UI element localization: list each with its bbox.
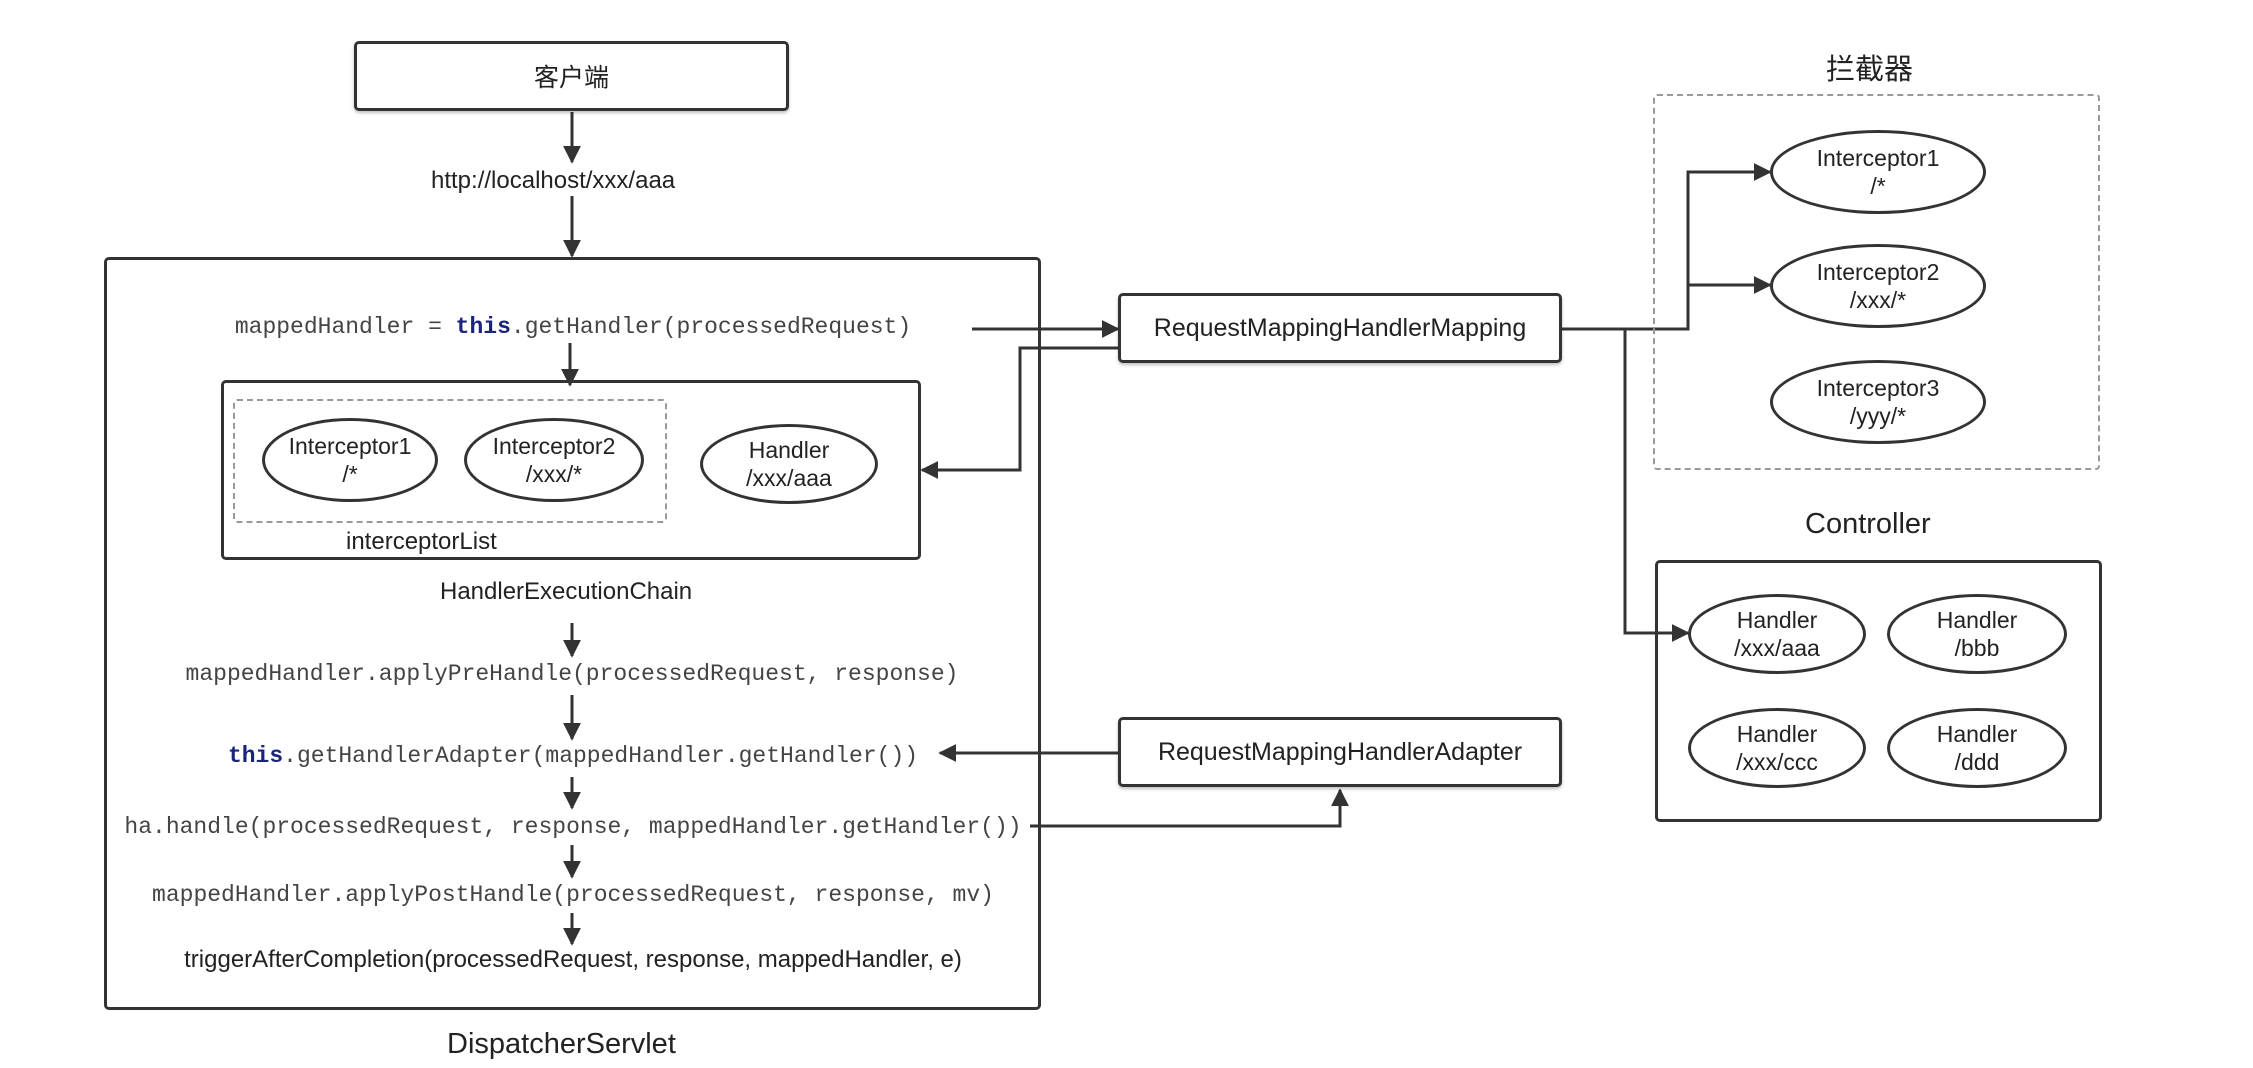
controller-handler-aaa-node: Handler /xxx/aaa xyxy=(1688,594,1866,674)
code-get-handler-adapter-suffix: .getHandlerAdapter(mappedHandler.getHand… xyxy=(283,743,919,769)
controller-handler-ccc-path: /xxx/ccc xyxy=(1736,749,1818,775)
chain-interceptor1-name: Interceptor1 xyxy=(288,433,412,459)
code-apply-post-handle: mappedHandler.applyPostHandle(processedR… xyxy=(152,882,994,908)
controller-handler-aaa-name: Handler xyxy=(1736,607,1818,633)
controller-handler-bbb-name: Handler xyxy=(1936,607,2018,633)
handler-mapping-box: RequestMappingHandlerMapping xyxy=(1118,293,1562,363)
code-trigger-after-completion: triggerAfterCompletion(processedRequest,… xyxy=(184,946,962,973)
chain-interceptor2-node: Interceptor2 /xxx/* xyxy=(464,418,644,502)
controller-handler-ddd-node: Handler /ddd xyxy=(1887,708,2067,788)
arrow-mapping-to-controller-handler xyxy=(1623,329,1690,642)
handler-adapter-box: RequestMappingHandlerAdapter xyxy=(1118,717,1562,787)
code-get-handler-suffix: .getHandler(processedRequest) xyxy=(510,314,912,340)
chain-interceptor2-name: Interceptor2 xyxy=(492,433,616,459)
controller-handler-ccc-node: Handler /xxx/ccc xyxy=(1688,708,1866,788)
controller-handler-ddd-path: /ddd xyxy=(1954,749,2000,775)
dispatcher-servlet-title: DispatcherServlet xyxy=(447,1028,676,1060)
arrow-hahandle-to-adapter xyxy=(1030,788,1349,828)
interceptor1-path: /* xyxy=(1870,173,1886,199)
interceptor-list-label: interceptorList xyxy=(346,528,497,555)
code-get-handler-adapter-keyword: this xyxy=(227,743,284,769)
client-box: 客户端 xyxy=(354,41,789,111)
arrow-mapping-to-chain xyxy=(920,346,1118,479)
interceptors-group xyxy=(1653,94,2100,470)
code-get-handler-prefix: mappedHandler = xyxy=(234,314,456,340)
request-url-label: http://localhost/xxx/aaa xyxy=(427,167,680,195)
chain-interceptor2-path: /xxx/* xyxy=(525,461,583,487)
handler-execution-chain-box xyxy=(221,380,921,560)
controller-handler-ddd-name: Handler xyxy=(1936,721,2018,747)
controller-handler-bbb-path: /bbb xyxy=(1954,635,2000,661)
code-get-handler: mappedHandler = this.getHandler(processe… xyxy=(235,314,911,340)
code-get-handler-keyword: this xyxy=(455,314,511,340)
handler-adapter-label: RequestMappingHandlerAdapter xyxy=(1157,737,1523,766)
interceptor1-name: Interceptor1 xyxy=(1816,145,1940,171)
interceptor2-name: Interceptor2 xyxy=(1816,259,1940,285)
interceptor2-node: Interceptor2 /xxx/* xyxy=(1770,244,1986,328)
handler-execution-chain-title: HandlerExecutionChain xyxy=(440,578,693,605)
chain-handler-path: /xxx/aaa xyxy=(746,465,832,491)
code-get-handler-adapter: this.getHandlerAdapter(mappedHandler.get… xyxy=(228,743,918,769)
chain-handler-name: Handler xyxy=(748,437,830,463)
handler-mapping-label: RequestMappingHandlerMapping xyxy=(1153,313,1527,342)
interceptor2-path: /xxx/* xyxy=(1849,287,1907,313)
controller-group-title: Controller xyxy=(1805,508,1931,540)
interceptors-group-title: 拦截器 xyxy=(1826,54,1914,86)
client-label: 客户端 xyxy=(533,64,609,92)
chain-interceptor1-node: Interceptor1 /* xyxy=(262,418,438,502)
controller-handler-aaa-path: /xxx/aaa xyxy=(1734,635,1820,661)
interceptor3-node: Interceptor3 /yyy/* xyxy=(1770,360,1986,444)
interceptor1-node: Interceptor1 /* xyxy=(1770,130,1986,214)
dispatcher-servlet-container xyxy=(104,257,1041,1010)
chain-handler-node: Handler /xxx/aaa xyxy=(700,424,878,504)
code-apply-pre-handle: mappedHandler.applyPreHandle(processedRe… xyxy=(185,661,959,687)
interceptor3-path: /yyy/* xyxy=(1849,403,1907,429)
controller-handler-bbb-node: Handler /bbb xyxy=(1887,594,2067,674)
interceptor3-name: Interceptor3 xyxy=(1816,375,1940,401)
controller-group xyxy=(1655,560,2102,822)
interceptor-list-group xyxy=(233,399,667,523)
chain-interceptor1-path: /* xyxy=(342,461,358,487)
controller-handler-ccc-name: Handler xyxy=(1736,721,1818,747)
code-ha-handle: ha.handle(processedRequest, response, ma… xyxy=(124,814,1022,840)
